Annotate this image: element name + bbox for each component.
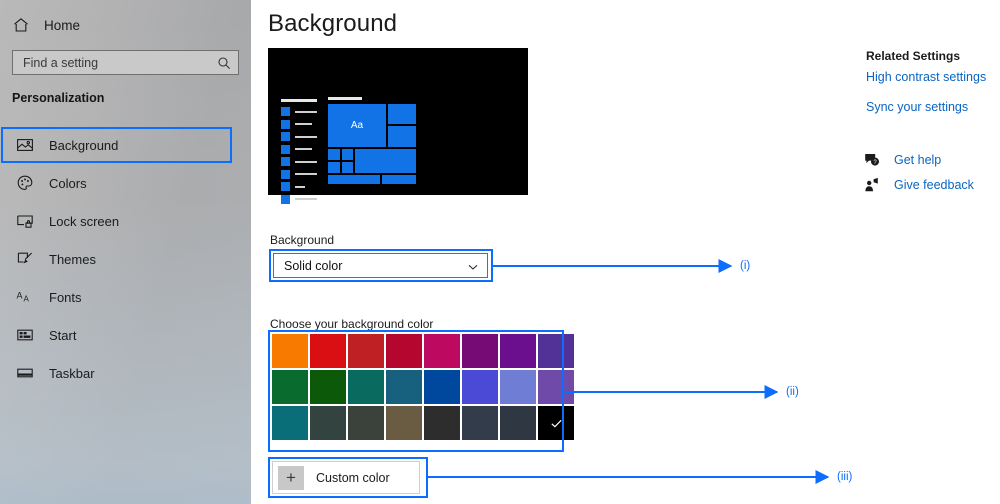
start-grid-icon	[16, 326, 34, 344]
background-type-dropdown[interactable]: Solid color	[273, 253, 488, 278]
related-settings-title: Related Settings	[866, 49, 961, 63]
color-swatch[interactable]	[310, 406, 346, 440]
color-swatch[interactable]	[500, 406, 536, 440]
color-swatch[interactable]	[386, 334, 422, 368]
annotation-label-ii: (ii)	[786, 386, 799, 398]
fonts-aa-icon: A A	[16, 288, 34, 306]
color-swatch[interactable]	[386, 370, 422, 404]
custom-color-label: Custom color	[316, 470, 390, 485]
themes-brush-icon	[16, 250, 34, 268]
link-sync-your-settings[interactable]: Sync your settings	[866, 100, 969, 114]
background-field-label: Background	[270, 233, 335, 247]
sidebar-section-title: Personalization	[12, 91, 105, 105]
search-input[interactable]: Find a setting	[12, 50, 239, 75]
dropdown-value: Solid color	[284, 258, 343, 273]
sidebar: Home Find a setting Personalization	[0, 0, 251, 504]
color-swatch[interactable]	[538, 370, 574, 404]
picture-icon	[16, 136, 34, 154]
color-swatch[interactable]	[462, 334, 498, 368]
preview-tile	[328, 149, 340, 160]
sidebar-item-label: Background	[49, 137, 119, 153]
check-icon	[538, 406, 574, 440]
color-swatch[interactable]	[424, 334, 460, 368]
sidebar-item-label: Taskbar	[49, 365, 95, 381]
color-swatch[interactable]	[272, 370, 308, 404]
search-placeholder-text: Find a setting	[23, 55, 99, 70]
taskbar-icon	[16, 364, 34, 382]
preview-list-rule	[281, 99, 317, 102]
preview-tile	[388, 104, 416, 124]
lock-screen-icon	[16, 212, 34, 230]
sidebar-item-label: Start	[49, 327, 77, 343]
sidebar-item-label: Colors	[49, 175, 87, 191]
color-swatch[interactable]	[310, 370, 346, 404]
color-swatch[interactable]	[272, 406, 308, 440]
preview-tile	[388, 126, 416, 147]
color-swatch-grid	[272, 334, 574, 440]
color-swatch[interactable]	[500, 334, 536, 368]
custom-color-button[interactable]: + Custom color	[272, 461, 420, 494]
color-swatch[interactable]	[348, 334, 384, 368]
sidebar-item-label: Lock screen	[49, 213, 120, 229]
feedback-person-icon	[864, 177, 880, 193]
svg-text:?: ?	[873, 160, 877, 166]
sidebar-item-label: Themes	[49, 251, 96, 267]
svg-text:A: A	[24, 295, 30, 304]
preview-tile	[355, 149, 416, 173]
palette-icon	[16, 174, 34, 192]
sidebar-home-label: Home	[44, 17, 81, 33]
preview-tile-rule	[328, 97, 362, 100]
color-swatch[interactable]	[538, 334, 574, 368]
preview-tile	[382, 175, 416, 184]
home-icon	[12, 16, 30, 34]
link-high-contrast-settings[interactable]: High contrast settings	[866, 70, 987, 84]
color-swatch[interactable]	[310, 334, 346, 368]
preview-app-list	[281, 107, 317, 207]
sidebar-item-lock-screen[interactable]: Lock screen	[0, 202, 251, 240]
help-bubble-icon: ?	[864, 152, 880, 168]
sidebar-item-background[interactable]: Background	[0, 126, 251, 164]
color-swatch[interactable]	[538, 406, 574, 440]
color-swatch[interactable]	[500, 370, 536, 404]
preview-tile	[342, 162, 353, 173]
color-swatch[interactable]	[424, 370, 460, 404]
get-help-row[interactable]: ? Get help	[864, 152, 941, 168]
preview-tile	[328, 175, 380, 184]
color-swatch[interactable]	[462, 370, 498, 404]
sidebar-nav: Background Colors	[0, 126, 251, 392]
color-swatch[interactable]	[348, 406, 384, 440]
give-feedback-row[interactable]: Give feedback	[864, 177, 974, 193]
search-icon[interactable]	[217, 56, 231, 70]
sidebar-item-home[interactable]: Home	[12, 13, 80, 37]
color-swatch[interactable]	[348, 370, 384, 404]
desktop-preview: Aa	[268, 48, 528, 204]
svg-text:A: A	[17, 291, 23, 301]
sidebar-item-themes[interactable]: Themes	[0, 240, 251, 278]
preview-tile-large: Aa	[328, 104, 386, 147]
color-swatch[interactable]	[424, 406, 460, 440]
annotation-label-iii: (iii)	[837, 471, 853, 483]
get-help-label: Get help	[894, 153, 942, 167]
sidebar-item-colors[interactable]: Colors	[0, 164, 251, 202]
annotation-label-i: (i)	[740, 260, 751, 272]
color-swatch[interactable]	[272, 334, 308, 368]
preview-tile	[342, 149, 353, 160]
sidebar-item-start[interactable]: Start	[0, 316, 251, 354]
color-picker-label: Choose your background color	[270, 317, 434, 331]
color-swatch[interactable]	[386, 406, 422, 440]
preview-tile	[328, 162, 340, 173]
color-swatch[interactable]	[462, 406, 498, 440]
chevron-down-icon[interactable]	[467, 260, 479, 272]
give-feedback-label: Give feedback	[894, 178, 974, 192]
plus-icon: +	[278, 465, 304, 490]
page-title: Background	[268, 10, 398, 37]
sidebar-item-fonts[interactable]: A A Fonts	[0, 278, 251, 316]
sidebar-item-taskbar[interactable]: Taskbar	[0, 354, 251, 392]
sidebar-item-label: Fonts	[49, 289, 82, 305]
